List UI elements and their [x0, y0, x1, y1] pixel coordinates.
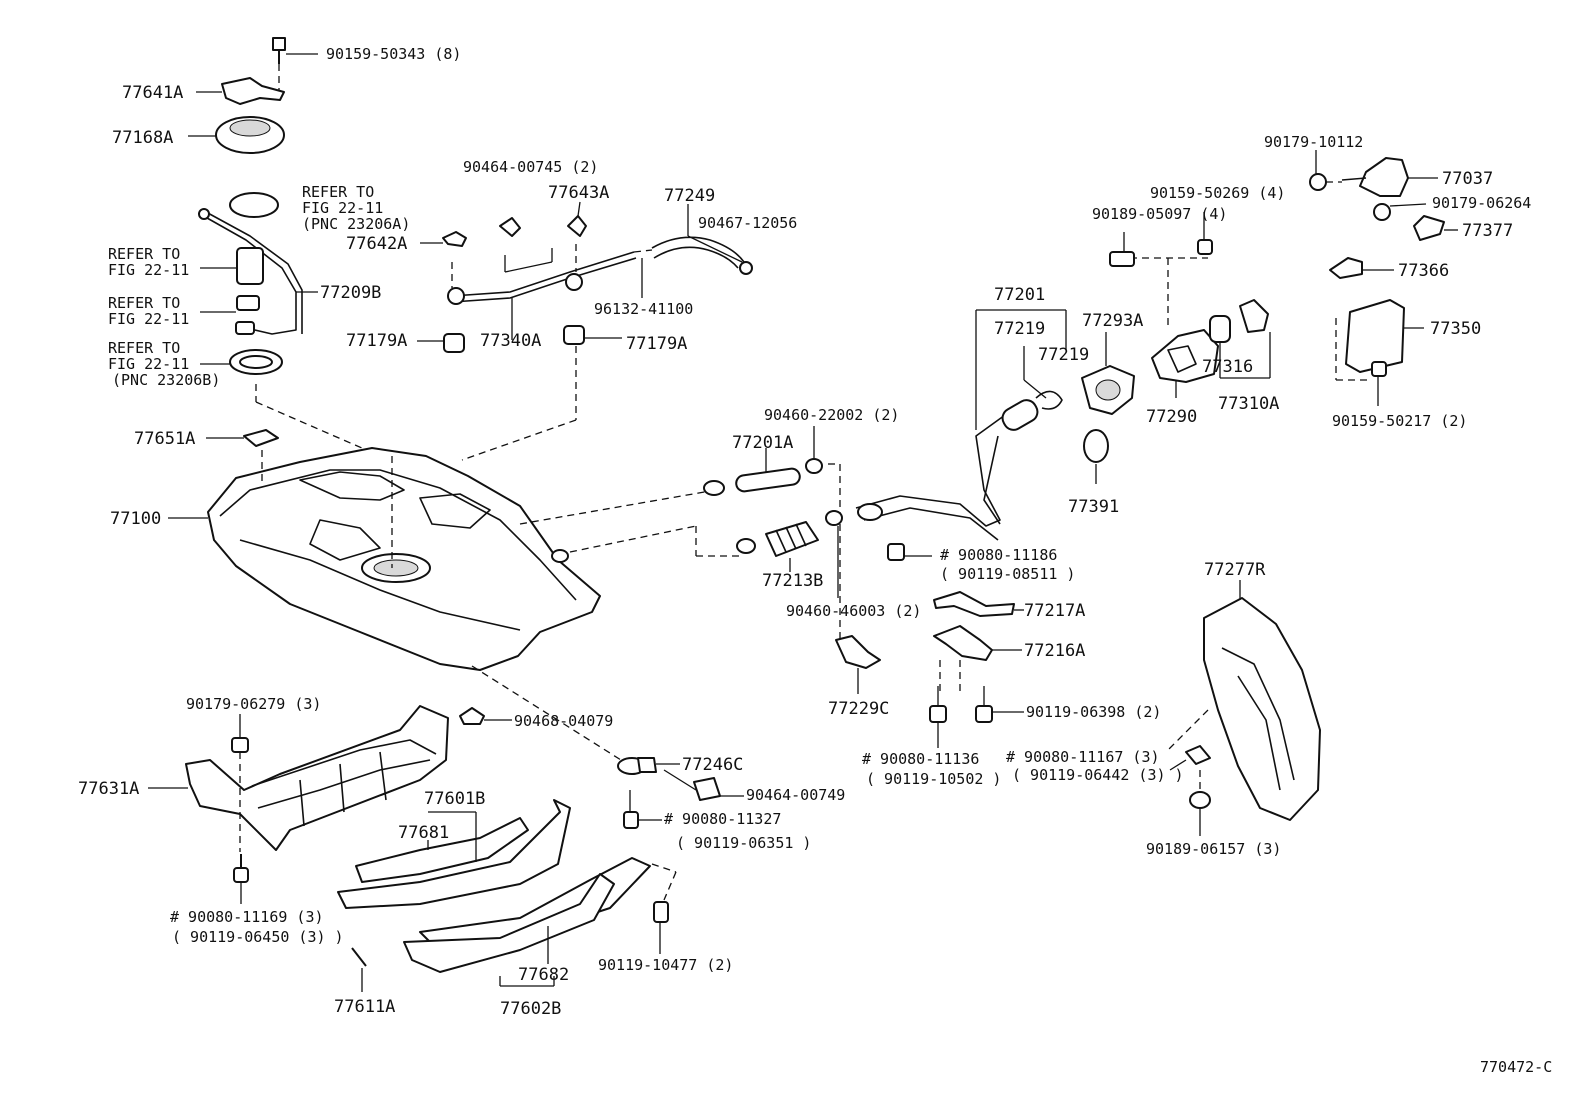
- label-refer-1b: FIG 22-11: [302, 199, 383, 217]
- label-90179-06264: 90179-06264: [1432, 194, 1531, 212]
- label-77229C: 77229C: [828, 699, 889, 719]
- fuel-tank-77100: [168, 429, 742, 671]
- label-90189-05097: 90189-05097 (4): [1092, 205, 1227, 223]
- label-77611A: 77611A: [334, 997, 395, 1017]
- label-77340A: 77340A: [480, 331, 541, 351]
- label-refer-3a: REFER TO: [108, 294, 180, 312]
- label-90080-11327: # 90080-11327: [664, 810, 781, 828]
- label-96132-41100: 96132-41100: [594, 300, 693, 318]
- part-number-labels: 90159-50343 (8) 77641A 77168A REFER TO F…: [78, 45, 1552, 1076]
- label-77179A-left: 77179A: [346, 331, 407, 351]
- label-77100: 77100: [110, 509, 161, 529]
- label-77602B: 77602B: [500, 999, 561, 1019]
- label-90159-50343: 90159-50343 (8): [326, 45, 461, 63]
- filler-brackets: [835, 543, 1024, 748]
- label-77377: 77377: [1462, 221, 1513, 241]
- figure-code: 770472-C: [1480, 1058, 1552, 1076]
- label-refer-3b: FIG 22-11: [108, 310, 189, 328]
- fuel-tank-protector: [1167, 580, 1321, 836]
- label-90467-12056: 90467-12056: [698, 214, 797, 232]
- fuel-lid-assembly: [1109, 150, 1458, 406]
- label-77310A: 77310A: [1218, 394, 1279, 414]
- label-90460-22002: 90460-22002 (2): [764, 406, 899, 424]
- label-90119-06450: ( 90119-06450 (3) ): [172, 928, 344, 946]
- label-refer-4a: REFER TO: [108, 339, 180, 357]
- label-77350: 77350: [1430, 319, 1481, 339]
- sender-cover-assembly: [188, 37, 379, 456]
- label-90179-06279: 90179-06279 (3): [186, 695, 321, 713]
- filler-pipe-assembly: [703, 309, 1135, 650]
- label-90468-04079: 90468-04079: [514, 712, 613, 730]
- label-refer-2a: REFER TO: [108, 245, 180, 263]
- label-refer-2b: FIG 22-11: [108, 261, 189, 279]
- label-77316: 77316: [1202, 357, 1253, 377]
- label-90080-11186: # 90080-11186: [940, 546, 1057, 564]
- label-77277R: 77277R: [1204, 560, 1266, 580]
- label-77643A: 77643A: [548, 183, 609, 203]
- label-77293A: 77293A: [1082, 311, 1143, 331]
- label-77391: 77391: [1068, 497, 1119, 517]
- label-90119-10477: 90119-10477 (2): [598, 956, 733, 974]
- label-90464-00749: 90464-00749: [746, 786, 845, 804]
- label-90119-06442: ( 90119-06442 (3) ): [1012, 766, 1184, 784]
- label-77290: 77290: [1146, 407, 1197, 427]
- label-77201A: 77201A: [732, 433, 793, 453]
- label-77179A-right: 77179A: [626, 334, 687, 354]
- label-77168A: 77168A: [112, 128, 173, 148]
- label-77249: 77249: [664, 186, 715, 206]
- label-refer-4c: (PNC 23206B): [112, 371, 220, 389]
- label-90460-46003: 90460-46003 (2): [786, 602, 921, 620]
- label-90159-50269: 90159-50269 (4): [1150, 184, 1285, 202]
- label-90119-08511: ( 90119-08511 ): [940, 565, 1075, 583]
- label-77209B: 77209B: [320, 283, 381, 303]
- label-77037: 77037: [1442, 169, 1493, 189]
- label-77682: 77682: [518, 965, 569, 985]
- label-90179-10112: 90179-10112: [1264, 133, 1363, 151]
- label-77651A: 77651A: [134, 429, 195, 449]
- label-90159-50217: 90159-50217 (2): [1332, 412, 1467, 430]
- label-77631A: 77631A: [78, 779, 139, 799]
- label-90119-06398: 90119-06398 (2): [1026, 703, 1161, 721]
- label-90464-00745: 90464-00745 (2): [463, 158, 598, 176]
- vent-tube-assembly: [417, 201, 753, 461]
- label-77601B: 77601B: [424, 789, 485, 809]
- label-77366: 77366: [1398, 261, 1449, 281]
- label-77681: 77681: [398, 823, 449, 843]
- label-77246C: 77246C: [682, 755, 743, 775]
- label-90080-11167: # 90080-11167 (3): [1006, 748, 1160, 766]
- label-77217A: 77217A: [1024, 601, 1085, 621]
- label-refer-1a: REFER TO: [302, 183, 374, 201]
- label-77219-b: 77219: [1038, 345, 1089, 365]
- label-77642A: 77642A: [346, 234, 407, 254]
- label-refer-1c: (PNC 23206A): [302, 215, 410, 233]
- label-refer-4b: FIG 22-11: [108, 355, 189, 373]
- label-90119-10502: ( 90119-10502 ): [866, 770, 1001, 788]
- label-77219-a: 77219: [994, 319, 1045, 339]
- label-90080-11169: # 90080-11169 (3): [170, 908, 324, 926]
- label-77641A: 77641A: [122, 83, 183, 103]
- label-77213B: 77213B: [762, 571, 823, 591]
- tank-bands-insulator: [148, 665, 744, 992]
- label-77216A: 77216A: [1024, 641, 1085, 661]
- label-77201: 77201: [994, 285, 1045, 305]
- label-90189-06157: 90189-06157 (3): [1146, 840, 1281, 858]
- label-90119-06351: ( 90119-06351 ): [676, 834, 811, 852]
- label-90080-11136: # 90080-11136: [862, 750, 979, 768]
